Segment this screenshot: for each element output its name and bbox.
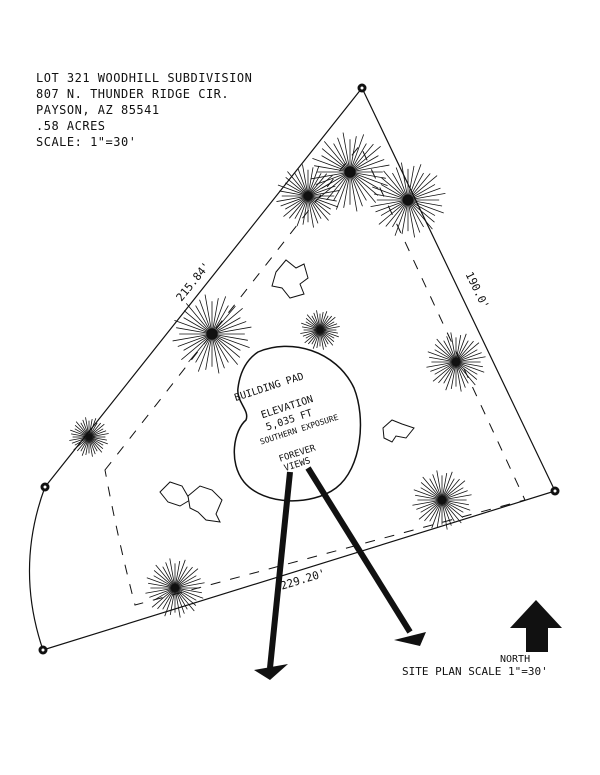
lot-title: LOT 321 WOODHILL SUBDIVISION [36,71,253,85]
tree-icon [145,558,205,618]
survey-marker-icon [40,482,50,492]
lot-acreage: .58 ACRES [36,119,106,133]
rock-icon [382,419,415,443]
setback-line [104,144,526,606]
site-plan-scale: SITE PLAN SCALE 1"=30' [402,665,548,678]
tree-icon [172,294,252,374]
dimension-south: 229.20' [279,567,327,593]
city-state-zip: PAYSON, AZ 85541 [36,103,160,117]
rock-icon [187,485,223,523]
survey-marker-icon [38,645,48,655]
dimension-northeast: 190.0' [463,270,492,311]
tree-icon [300,310,340,350]
view-arrow-icon [305,466,426,646]
building-pad-outline [233,345,362,502]
rock-icon [159,481,191,507]
tree-icon [310,132,390,212]
north-arrow-icon [510,600,562,652]
view-arrow-icon [254,471,293,680]
dimension-northwest: 215.84' [174,260,213,304]
survey-marker-icon [357,83,367,93]
tree-icon [412,470,472,530]
address: 807 N. THUNDER RIDGE CIR. [36,87,230,101]
rock-icon [271,259,309,299]
north-label: NORTH [500,654,530,665]
tree-icon [426,332,486,392]
survey-marker-icon [550,486,560,496]
tree-icon [276,164,340,228]
tree-icon [69,417,109,457]
lot-scale: SCALE: 1"=30' [36,135,137,149]
tree-icon [370,162,446,238]
